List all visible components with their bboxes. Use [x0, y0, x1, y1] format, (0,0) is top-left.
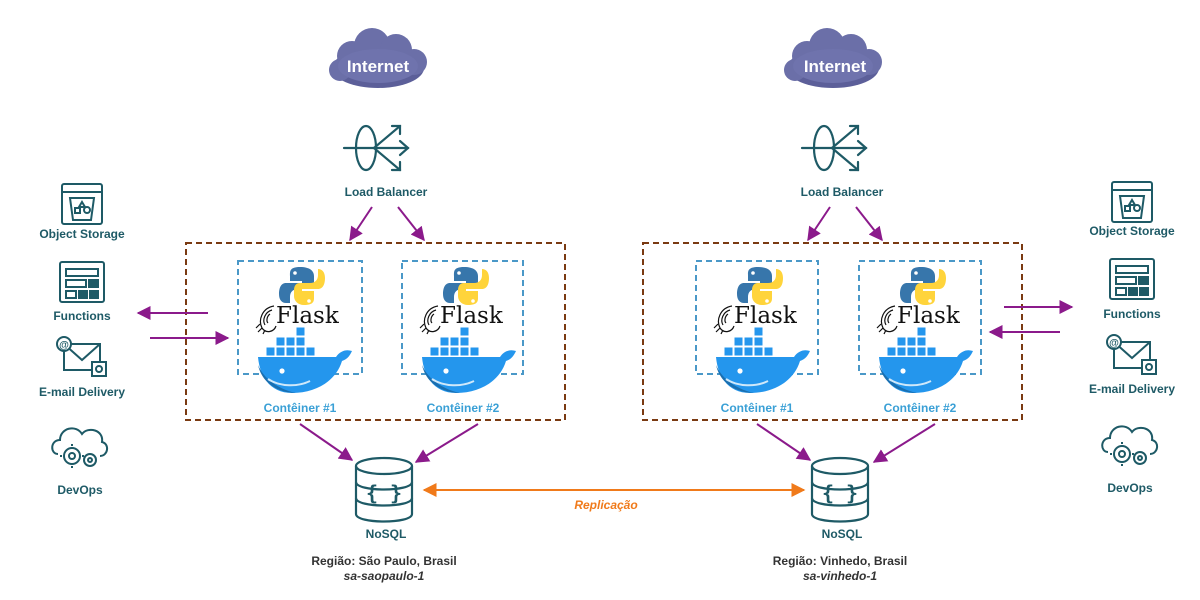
container-label: Contêiner #2	[884, 401, 957, 415]
load-balancer-label: Load Balancer	[801, 185, 884, 199]
devops-icon	[1101, 425, 1159, 467]
internet-label: Internet	[347, 57, 410, 76]
container-label: Contêiner #1	[264, 401, 337, 415]
nosql-label: NoSQL	[366, 527, 407, 541]
region-box	[185, 242, 566, 421]
object-storage-icon	[61, 183, 103, 225]
box-to-db-arrow	[872, 423, 936, 463]
container-2: Flask	[401, 260, 524, 394]
service-label: E-mail Delivery	[1089, 382, 1175, 396]
left-region: Internet Load Balancer Flask Contêiner #…	[39, 28, 566, 583]
functions-icon	[1109, 258, 1155, 300]
region-label: Região: São Paulo, Brasil	[311, 554, 456, 568]
right-region: Internet Load Balancer Flask Contêiner #…	[642, 28, 1175, 583]
region-id: sa-vinhedo-1	[803, 569, 877, 583]
region-id: sa-saopaulo-1	[344, 569, 425, 583]
email-delivery-icon	[1106, 334, 1157, 375]
lb-to-box-arrow	[349, 206, 373, 242]
container-2: Flask	[858, 260, 982, 394]
region-label: Região: Vinhedo, Brasil	[773, 554, 907, 568]
flask-label: Flask	[276, 303, 340, 329]
service-label: E-mail Delivery	[39, 385, 125, 399]
replication-label: Replicação	[574, 498, 637, 512]
load-balancer-icon	[800, 124, 868, 172]
python-icon	[900, 267, 946, 305]
devops-icon	[51, 427, 109, 469]
lb-to-box-arrow	[807, 206, 831, 242]
docker-icon	[421, 326, 517, 394]
flask-icon	[876, 305, 898, 335]
lb-to-box-arrow	[397, 206, 425, 242]
box-to-db-arrow	[299, 423, 354, 461]
flask-icon	[713, 305, 735, 335]
python-icon	[279, 267, 325, 305]
container-1: Flask	[695, 260, 819, 394]
docker-icon	[257, 326, 353, 394]
service-label: DevOps	[1107, 481, 1153, 495]
python-icon	[737, 267, 783, 305]
load-balancer-icon	[342, 124, 410, 172]
service-label: DevOps	[57, 483, 103, 497]
internet-label: Internet	[804, 57, 867, 76]
email-delivery-icon	[56, 336, 107, 377]
box-to-db-arrow	[756, 423, 812, 461]
flask-icon	[419, 305, 441, 335]
flask-label: Flask	[897, 303, 961, 329]
region-box	[642, 242, 1023, 421]
object-storage-icon	[1111, 181, 1153, 223]
nosql-icon	[810, 456, 870, 523]
flask-label: Flask	[734, 303, 798, 329]
container-label: Contêiner #1	[721, 401, 794, 415]
container-1: Flask	[237, 260, 363, 394]
nosql-label: NoSQL	[822, 527, 863, 541]
service-label: Object Storage	[39, 227, 125, 241]
lb-to-box-arrow	[855, 206, 883, 242]
flask-label: Flask	[440, 303, 504, 329]
container-label: Contêiner #2	[427, 401, 500, 415]
docker-icon	[878, 326, 974, 394]
nosql-icon	[354, 456, 414, 523]
service-label: Object Storage	[1089, 224, 1175, 238]
flask-icon	[255, 305, 277, 335]
service-label: Functions	[1103, 307, 1161, 321]
service-label: Functions	[53, 309, 111, 323]
docker-icon	[715, 326, 811, 394]
load-balancer-label: Load Balancer	[345, 185, 428, 199]
python-icon	[443, 267, 489, 305]
functions-icon	[59, 261, 105, 303]
box-to-db-arrow	[414, 423, 479, 463]
